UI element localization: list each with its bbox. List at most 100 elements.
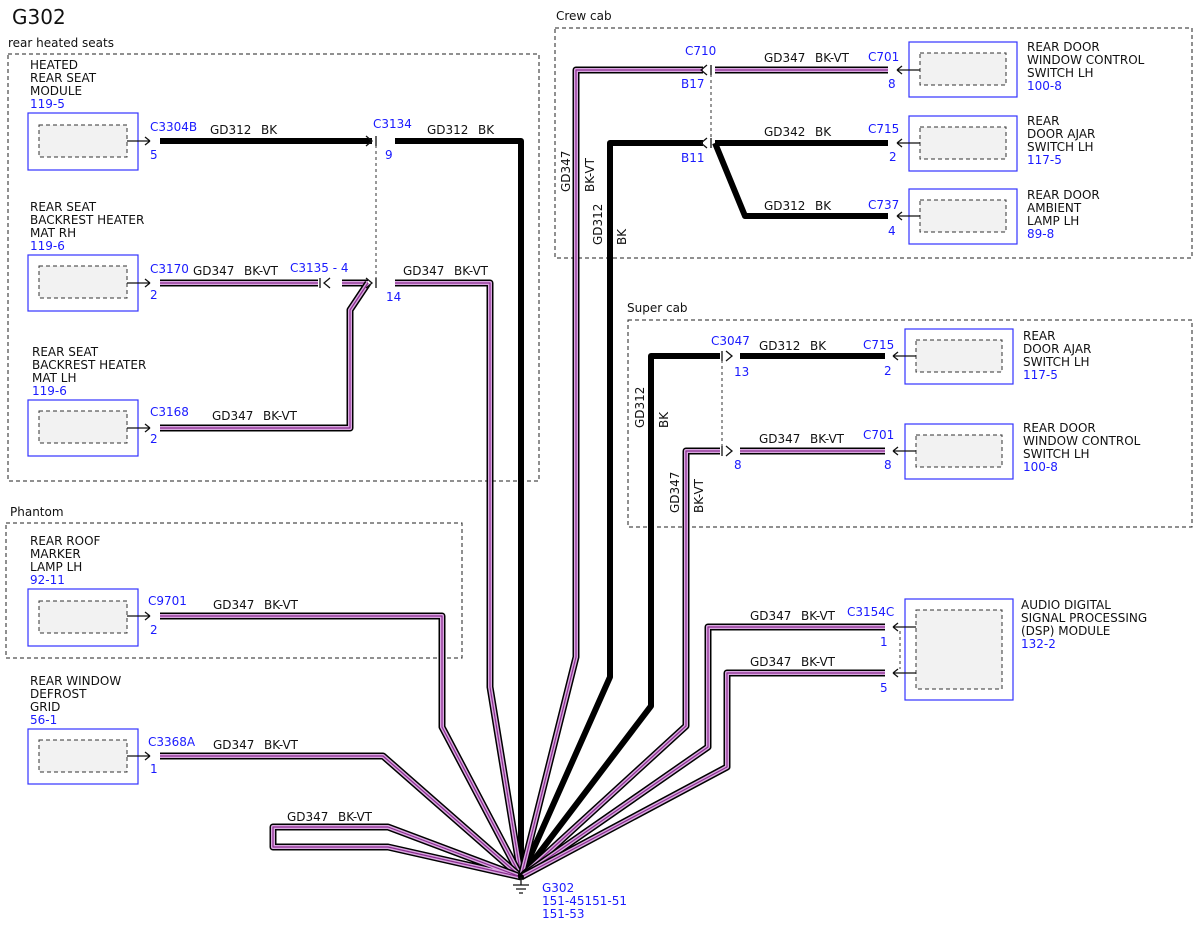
- color-bk-seat: BK: [261, 123, 278, 137]
- label-heated-rear-seat-1: HEATED: [30, 58, 78, 72]
- color-bkvt-roof-marker: BK-VT: [264, 598, 299, 612]
- color-bkvt-super-window: BK-VT: [810, 432, 845, 446]
- color-bkvt-dsp1: BK-VT: [801, 609, 836, 623]
- wire-gd347-window-defrost: [160, 752, 524, 880]
- region-label-crew-cab: Crew cab: [556, 9, 612, 23]
- module-roof-marker: [27, 588, 151, 647]
- pin-c9701: 2: [150, 623, 158, 637]
- connector-c3134: C3134: [373, 117, 412, 131]
- color-bk-trunk: BK: [478, 123, 495, 137]
- pin-c3134-9: 9: [385, 148, 393, 162]
- pin-c701-super: 8: [884, 458, 892, 472]
- connector-c3154c: C3154C: [847, 605, 894, 619]
- label-heated-rear-seat-3: MODULE: [30, 84, 82, 98]
- c3134-pin14-symbol: [365, 277, 377, 289]
- ref-backrest-rh: 119-6: [30, 239, 65, 253]
- pin-c3368a: 1: [150, 762, 158, 776]
- ground-ref-1: 151-45151-51: [542, 894, 627, 908]
- circuit-gd347-backrest-rh: GD347: [193, 264, 234, 278]
- circuit-gd312-trunk: GD312: [427, 123, 468, 137]
- circuit-gd347-dsp5: GD347: [750, 655, 791, 669]
- pin-c3154c-5: 5: [880, 681, 888, 695]
- label-crew-ajar-1: REAR: [1027, 114, 1059, 128]
- label-super-ajar-3: SWITCH LH: [1023, 355, 1090, 369]
- label-backrest-rh-2: BACKREST HEATER: [30, 213, 144, 227]
- circuit-gd347-crew-window: GD347: [764, 51, 805, 65]
- circuit-gd347-vert-crew: GD347: [559, 151, 573, 192]
- label-backrest-rh-3: MAT RH: [30, 226, 76, 240]
- label-crew-ambient-3: LAMP LH: [1027, 214, 1079, 228]
- wire-gd312-ambient-lamp: [712, 141, 888, 219]
- pin-c710-b11: B11: [681, 151, 705, 165]
- wire-gd312-heated-seat: [160, 138, 524, 877]
- color-bkvt-backrest-lh: BK-VT: [263, 409, 298, 423]
- pin-c3134-14: 14: [386, 290, 401, 304]
- color-bk-vert-super: BK: [657, 411, 671, 428]
- c3047-pin8-symbol: [721, 445, 734, 457]
- color-bk-crew-ajar: BK: [815, 125, 832, 139]
- pin-c3047-8: 8: [734, 458, 742, 472]
- wire-gd312-super-cab: [518, 353, 885, 879]
- label-crew-ajar-2: DOOR AJAR: [1027, 127, 1095, 141]
- label-crew-ambient-2: AMBIENT: [1027, 201, 1082, 215]
- connector-c710: C710: [685, 44, 716, 58]
- label-crew-ambient-1: REAR DOOR: [1027, 188, 1100, 202]
- color-bkvt-dsp5: BK-VT: [801, 655, 836, 669]
- pin-c3304b: 5: [150, 148, 158, 162]
- circuit-gd312-ambient: GD312: [764, 199, 805, 213]
- circuit-gd347-roof-marker: GD347: [213, 598, 254, 612]
- wire-gd347-seat-trunk: [395, 279, 525, 878]
- region-label-super-cab: Super cab: [627, 301, 688, 315]
- pin-c737: 4: [888, 224, 896, 238]
- color-bk-vert-crew: BK: [615, 228, 629, 245]
- ref-backrest-lh: 119-6: [32, 384, 67, 398]
- color-bkvt-defrost: BK-VT: [264, 738, 299, 752]
- connector-c3168: C3168: [150, 405, 189, 419]
- pin-c3170: 2: [150, 288, 158, 302]
- label-window-defrost-3: GRID: [30, 700, 60, 714]
- circuit-gd347-loop: GD347: [287, 810, 328, 824]
- label-backrest-lh-2: BACKREST HEATER: [32, 358, 146, 372]
- circuit-gd342-crew-ajar: GD342: [764, 125, 805, 139]
- label-backrest-lh-3: MAT LH: [32, 371, 76, 385]
- color-bkvt-crew-window: BK-VT: [815, 51, 850, 65]
- connector-c701-crew: C701: [868, 50, 899, 64]
- color-bk-ambient: BK: [815, 199, 832, 213]
- label-crew-window-1: REAR DOOR: [1027, 40, 1100, 54]
- circuit-gd347-backrest-lh: GD347: [212, 409, 253, 423]
- c3047-pin13-symbol: [721, 350, 734, 362]
- circuit-gd312-vert-crew: GD312: [591, 204, 605, 245]
- label-roof-marker-2: MARKER: [30, 547, 81, 561]
- label-super-window-3: SWITCH LH: [1023, 447, 1090, 461]
- module-backrest-rh: [27, 254, 151, 312]
- wire-gd347-super-window: [518, 447, 885, 880]
- module-super-door-ajar: [892, 328, 1014, 385]
- ref-heated-rear-seat: 119-5: [30, 97, 65, 111]
- ref-crew-ambient: 89-8: [1027, 227, 1054, 241]
- color-bkvt-vert-super: BK-VT: [692, 478, 706, 513]
- pin-c715-super: 2: [884, 364, 892, 378]
- pin-c3047-13: 13: [734, 365, 749, 379]
- label-crew-window-2: WINDOW CONTROL: [1027, 53, 1145, 67]
- wire-gd347-crew-window: [517, 66, 888, 878]
- label-window-defrost-1: REAR WINDOW: [30, 674, 121, 688]
- pin-c710-b17: B17: [681, 77, 705, 91]
- circuit-gd347-seat-trunk: GD347: [403, 264, 444, 278]
- region-phantom: [5, 522, 463, 659]
- c710-b11-symbol: [699, 137, 712, 149]
- circuit-gd347-vert-super: GD347: [668, 472, 682, 513]
- connector-c715-super: C715: [863, 338, 894, 352]
- c3135-symbol: [319, 277, 331, 289]
- color-bkvt-backrest-rh: BK-VT: [244, 264, 279, 278]
- region-crew-cab: [554, 27, 1193, 259]
- region-label-rear-heated-seats: rear heated seats: [8, 36, 114, 50]
- diagram-title: G302: [12, 5, 66, 29]
- label-dsp-1: AUDIO DIGITAL: [1021, 598, 1111, 612]
- circuit-gd347-defrost: GD347: [213, 738, 254, 752]
- color-bk-super-ajar: BK: [810, 339, 827, 353]
- label-roof-marker-3: LAMP LH: [30, 560, 82, 574]
- module-heated-rear-seat: [27, 112, 151, 171]
- ground-name: G302: [542, 881, 574, 895]
- pin-c701-crew: 8: [888, 77, 896, 91]
